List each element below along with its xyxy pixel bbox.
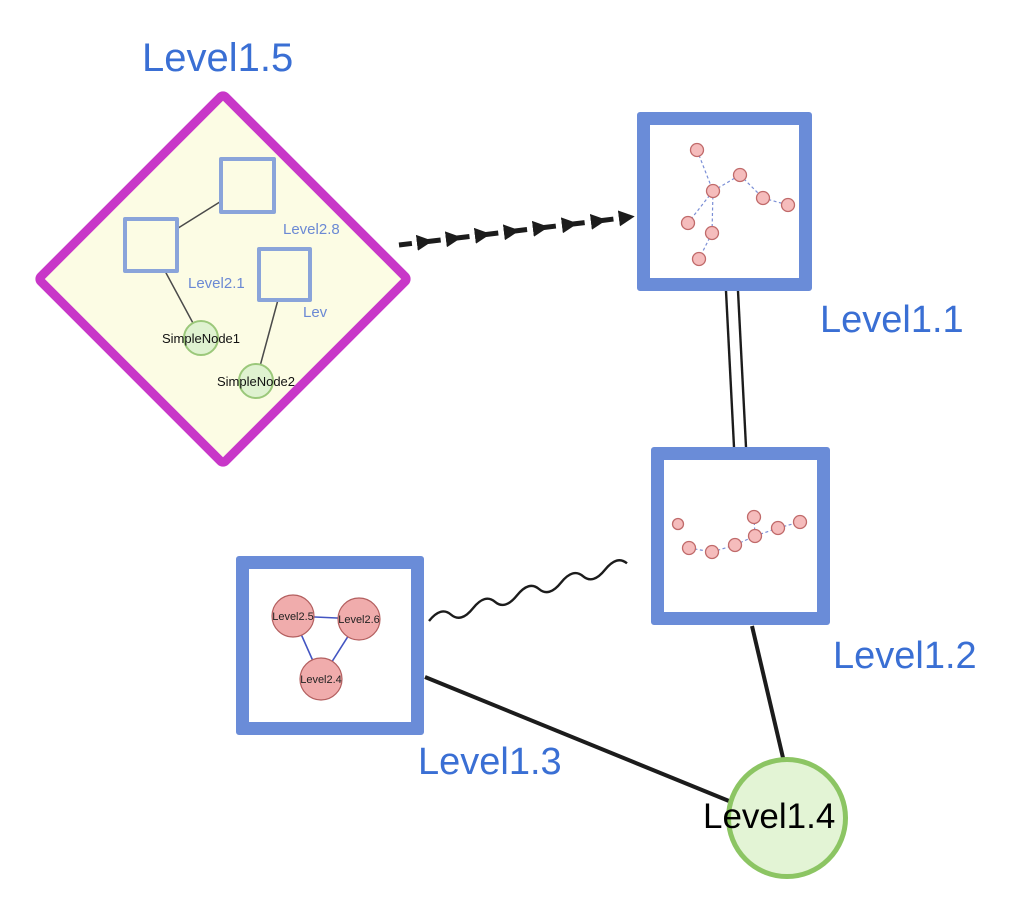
label-level1-2: Level1.2 [833,635,977,677]
node-level1-4[interactable] [726,757,848,879]
label-level2-6: Level2.6 [338,614,380,626]
label-level1-4: Level1.4 [703,797,836,836]
subgraph-node[interactable] [792,514,808,530]
subgraph-edges [688,516,801,553]
label-level2-5: Level2.5 [272,611,314,623]
subgraph-node[interactable] [680,215,696,231]
subgraph-node[interactable] [705,183,721,199]
subgraph-node[interactable] [770,520,786,536]
label-level2-8: Level2.8 [283,221,340,238]
subgraph-edges [687,149,789,260]
edge-level1-2-level1-4[interactable] [750,625,786,763]
node-level1-2[interactable] [651,447,830,625]
node-level2-5[interactable] [271,594,315,638]
subgraph-node[interactable] [704,225,720,241]
label-lev: Lev [303,304,328,321]
edge-level1-5-level1-1-dashed-arrow[interactable] [398,210,635,251]
subgraph-node[interactable] [747,528,763,544]
edge-level1-1-level1-2-double[interactable] [724,290,748,448]
subgraph-node[interactable] [727,537,743,553]
node-level2-1[interactable] [123,217,179,273]
subgraph-node[interactable] [746,509,762,525]
subgraph-node[interactable] [681,540,697,556]
node-level1-3[interactable]: Level2.5 Level2.6 Level2.4 [236,556,424,735]
node-level2-4[interactable] [299,657,343,701]
subgraph-nodes: Level2.5 Level2.6 Level2.4 [271,594,381,701]
node-simplenode2[interactable] [238,363,274,399]
label-level2-1: Level2.1 [188,275,245,292]
subgraph-node[interactable] [689,142,705,158]
level1-2-subgraph [671,509,808,560]
node-lev[interactable] [257,247,312,302]
level1-1-subgraph [680,142,796,267]
subgraph-node[interactable] [691,251,707,267]
level1-3-subgraph: Level2.5 Level2.6 Level2.4 [271,594,381,701]
node-level1-1[interactable] [637,112,812,291]
label-level1-1: Level1.1 [820,299,964,341]
label-level2-4: Level2.4 [300,674,342,686]
edge-level1-3-level1-2-wavy[interactable] [428,559,628,622]
subgraph-node[interactable] [704,544,720,560]
node-simplenode1[interactable] [183,320,219,356]
subgraph-node[interactable] [732,167,748,183]
subgraph-node[interactable] [671,517,685,531]
label-level1-3: Level1.3 [418,741,562,783]
node-level2-8[interactable] [219,157,276,214]
node-level2-6[interactable] [337,597,381,641]
subgraph-node[interactable] [780,197,796,213]
label-simplenode1: SimpleNode1 [161,331,241,346]
subgraph-nodes [671,509,808,560]
subgraph-node[interactable] [755,190,771,206]
edge-level1-3-level1-4[interactable] [424,675,730,803]
subgraph-nodes [680,142,796,267]
label-simplenode2: SimpleNode2 [216,374,296,389]
label-level1-5: Level1.5 [142,36,294,80]
